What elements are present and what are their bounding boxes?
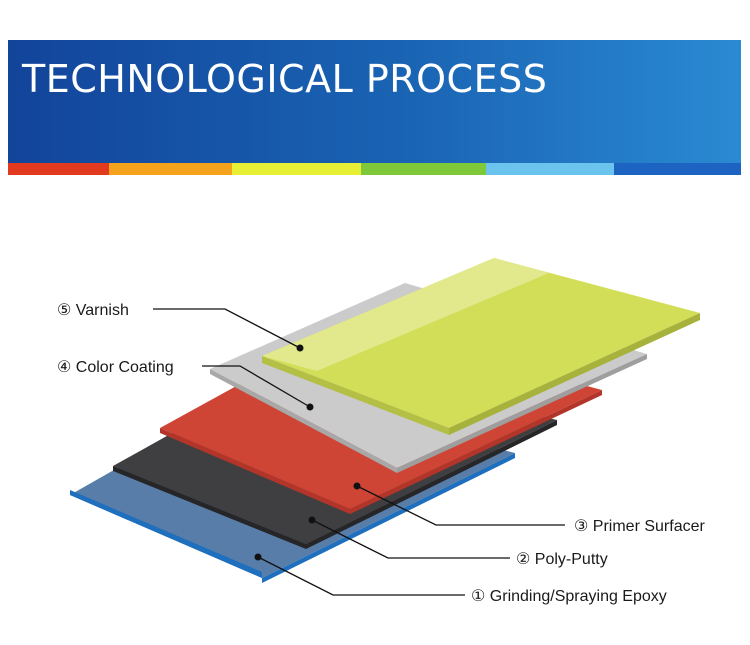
stripe-green: [361, 163, 486, 175]
leader-dots: [254, 344, 361, 561]
label-primer-surfacer: ③ Primer Surfacer: [574, 518, 705, 535]
leader-epoxy: [257, 556, 465, 596]
leader-primer-surfacer: [356, 485, 565, 526]
color-stripe: [8, 163, 741, 175]
leader-lines: [153, 308, 565, 596]
dot-epoxy: [254, 553, 262, 561]
label-poly-putty: ② Poly-Putty: [516, 551, 608, 568]
leader-varnish: [153, 308, 301, 349]
stripe-red: [8, 163, 109, 175]
page-title: TECHNOLOGICAL PROCESS: [22, 57, 548, 101]
leader-poly-putty: [311, 519, 510, 559]
dot-varnish: [296, 344, 304, 352]
stripe-blue: [614, 163, 741, 175]
label-color-coating: ④ Color Coating: [57, 359, 174, 376]
layer-varnish: [262, 258, 700, 435]
stripe-lightblue: [486, 163, 614, 175]
stripe-orange: [109, 163, 232, 175]
dot-primer-surfacer: [353, 482, 361, 490]
label-varnish: ⑤ Varnish: [57, 302, 129, 319]
leader-color-coating: [202, 365, 311, 408]
label-epoxy: ① Grinding/Spraying Epoxy: [471, 588, 667, 605]
dot-poly-putty: [308, 516, 316, 524]
dot-color-coating: [306, 403, 314, 411]
stripe-yellow: [232, 163, 361, 175]
header-banner: [8, 40, 741, 163]
